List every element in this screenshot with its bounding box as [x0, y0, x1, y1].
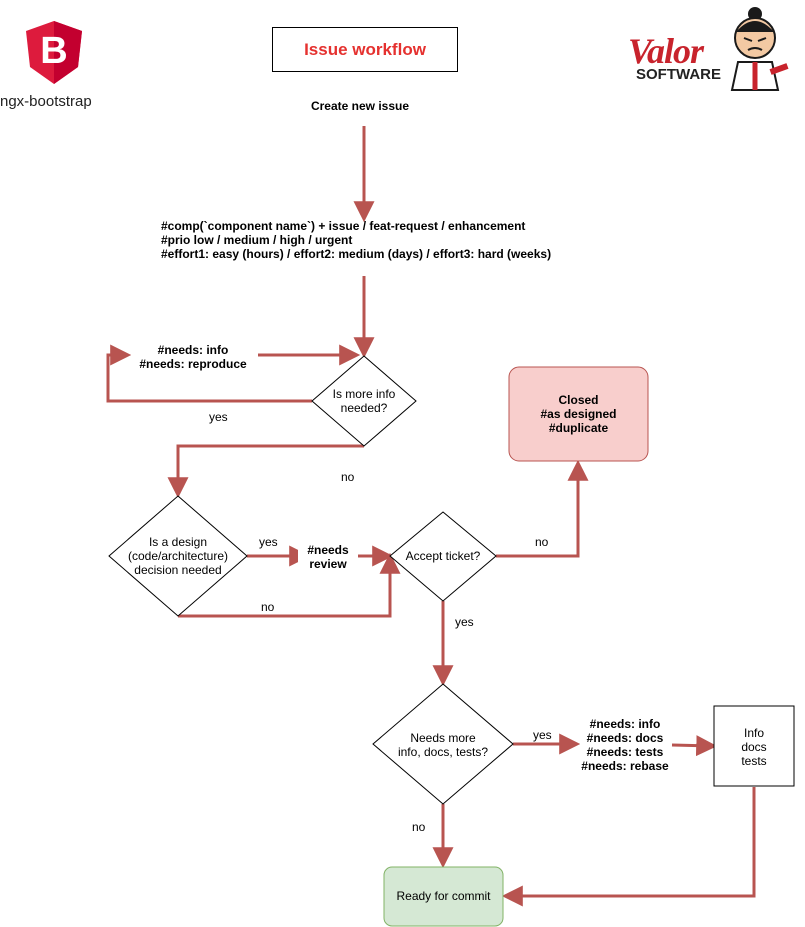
decision-line: Is more info	[332, 387, 396, 401]
edge-label-yes: yes	[259, 535, 278, 549]
edge-label-yes: yes	[209, 410, 228, 424]
needs-list-line: #needs: info	[589, 717, 661, 731]
ngx-bootstrap-text: ngx-bootstrap	[0, 93, 92, 110]
accept-diamond	[389, 511, 497, 602]
labels-node: #comp(`component name`) + issue / feat-r…	[161, 219, 601, 261]
decision-line: needed?	[340, 401, 388, 415]
edge-list-to-info-box	[671, 735, 718, 757]
valor-software-logo: Valor SOFTWARE	[626, 4, 796, 94]
edge-label-no: no	[535, 535, 549, 549]
valor-sub-text: SOFTWARE	[636, 66, 721, 83]
closed-box-shape	[508, 366, 649, 462]
info-box-line: docs	[741, 740, 767, 754]
accept-decision: Accept ticket?	[405, 549, 481, 563]
closed-line: #as designed	[540, 407, 617, 421]
more-info-decision: Is more info needed?	[318, 387, 410, 415]
edge-label-no: no	[341, 470, 355, 484]
page-title: Issue workflow	[272, 27, 458, 72]
needs-list-line: #needs: tests	[586, 745, 664, 759]
bootstrap-shield-icon	[26, 21, 82, 84]
info-box-line: Info	[743, 726, 764, 740]
edge-label-yes: yes	[533, 728, 552, 742]
decision-line: (code/architecture)	[127, 549, 229, 563]
decision-line: Needs more	[410, 731, 476, 745]
labels-line: #effort1: easy (hours) / effort2: medium…	[161, 247, 552, 261]
bootstrap-letter: B	[40, 30, 68, 72]
needs-more-diamond	[372, 683, 514, 805]
info-box-shape	[713, 705, 795, 787]
decision-line: Is a design	[148, 535, 208, 549]
needs-more-decision: Needs more info, docs, tests?	[383, 731, 503, 759]
edge-label-no: no	[412, 820, 426, 834]
needs-list-node: #needs: info #needs: docs #needs: tests …	[576, 717, 674, 773]
create-issue-node: Create new issue	[310, 99, 410, 113]
needs-list-line: #needs: docs	[586, 731, 664, 745]
edge-accept-no-to-closed	[496, 459, 589, 558]
closed-line: #duplicate	[548, 421, 609, 435]
decision-line: info, docs, tests?	[397, 745, 489, 759]
needs-info-node: #needs: info #needs: reproduce	[128, 343, 258, 371]
valor-brand-text: Valor	[628, 31, 704, 71]
needs-list-line: #needs: rebase	[581, 759, 669, 773]
labels-line: #prio low / medium / high / urgent	[161, 233, 353, 247]
closed-node: Closed #as designed #duplicate	[509, 393, 648, 435]
needs-review-node: #needs review	[298, 543, 358, 571]
ngx-bootstrap-logo: B ngx-bootstrap	[0, 20, 110, 115]
edge-info-box-to-ready	[501, 787, 756, 907]
needs-reproduce-line: #needs: reproduce	[139, 357, 247, 371]
closed-line: Closed	[558, 393, 599, 407]
samurai-mascot-icon	[730, 7, 789, 91]
more-info-diamond	[311, 355, 417, 447]
ready-box-shape	[383, 866, 504, 927]
ready-for-commit-node: Ready for commit	[396, 889, 491, 903]
edge-more-info-yes-to-needs-info	[106, 344, 312, 403]
design-decision: Is a design (code/architecture) decision…	[113, 535, 243, 577]
labels-line: #comp(`component name`) + issue / feat-r…	[161, 219, 526, 233]
edge-more-info-no-to-design	[167, 444, 364, 499]
edge-label-yes: yes	[455, 615, 474, 629]
decision-line: decision needed	[134, 563, 222, 577]
info-box-line: tests	[741, 754, 767, 768]
needs-info-line: #needs: info	[157, 343, 229, 357]
needs-review-line: review	[309, 557, 347, 571]
needs-review-line: #needs	[307, 543, 349, 557]
design-diamond	[108, 495, 248, 617]
edge-design-no-to-accept	[178, 552, 401, 618]
edge-label-no: no	[261, 600, 275, 614]
info-docs-tests-box: Info docs tests	[714, 726, 794, 768]
